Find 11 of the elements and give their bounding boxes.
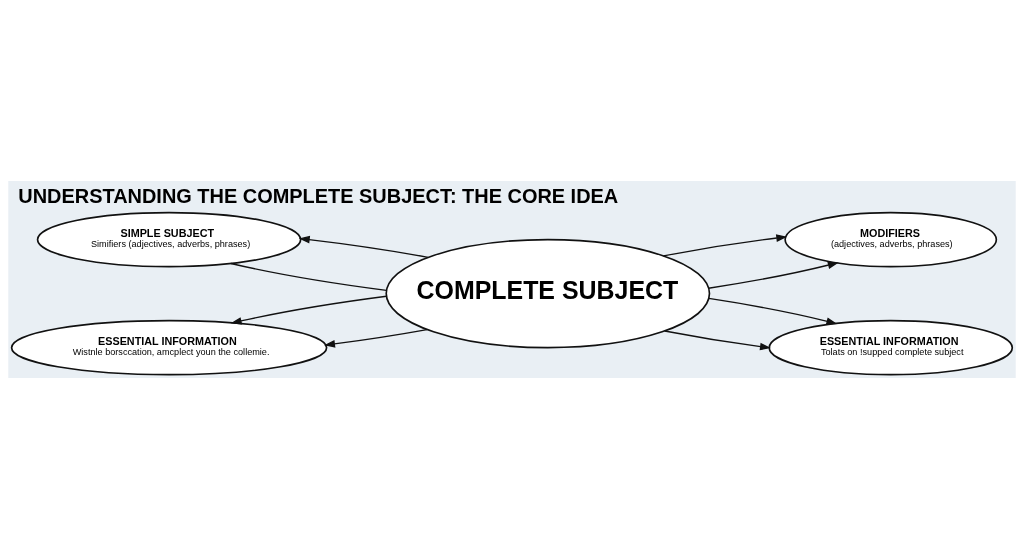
arrow: [708, 297, 838, 325]
arrow: [230, 295, 388, 325]
diagram-title: UNDERSTANDING THE COMPLETE SUBJECT: THE CORE IDEA: [18, 184, 619, 207]
arrow: [662, 234, 788, 257]
node-ellipse: SIMPLE SUBJECT Simifiers (adjectives, adverbs, phrases): [36, 211, 302, 268]
arrow: [707, 261, 839, 289]
arrow: [298, 235, 429, 258]
arrow: [664, 330, 771, 351]
arrow: [324, 328, 428, 348]
node-ellipse: COMPLETE SUBJECT: [385, 238, 711, 349]
connector: [230, 262, 388, 292]
